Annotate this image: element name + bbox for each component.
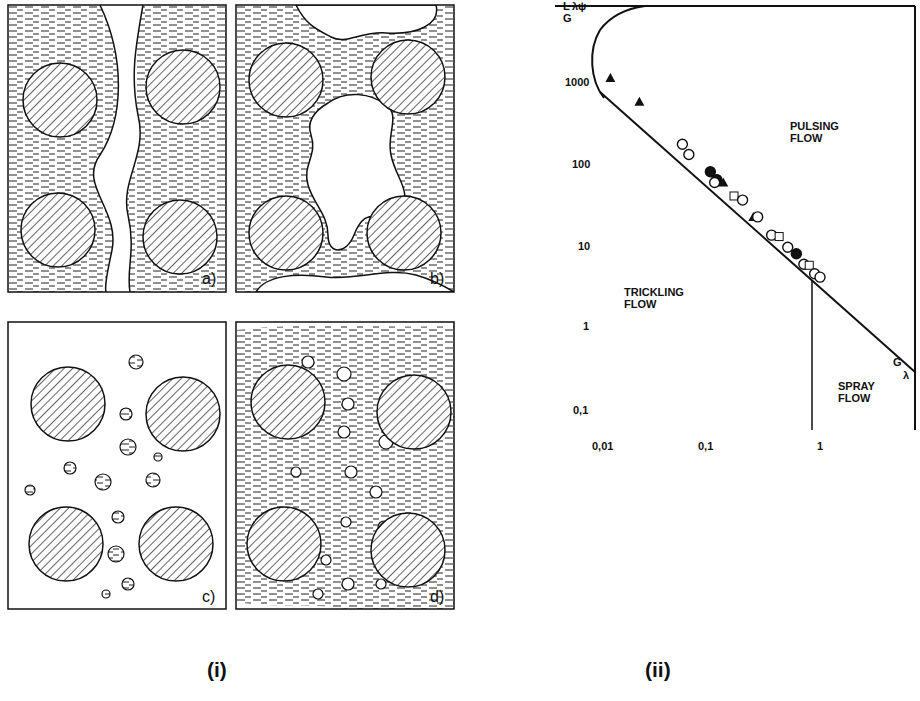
- data-point: [718, 177, 728, 186]
- panel-label: b): [430, 270, 444, 288]
- data-markers: [605, 73, 825, 282]
- figure-caption: (ii): [645, 658, 671, 681]
- data-point: [677, 139, 687, 149]
- panel-label: a): [202, 270, 216, 288]
- tick-label: 0,1: [573, 404, 588, 416]
- data-point: [775, 233, 783, 241]
- axis-label: G: [563, 12, 572, 24]
- data-point: [738, 195, 748, 205]
- data-point: [791, 249, 801, 259]
- data-point: [783, 242, 793, 252]
- tick-label: 0,01: [592, 440, 613, 452]
- axis-label: G: [893, 356, 902, 368]
- region-label: TRICKLING FLOW: [624, 286, 694, 310]
- plot-frame: [555, 6, 915, 430]
- tick-label: 1: [583, 320, 589, 332]
- region-label: SPRAY FLOW: [838, 380, 908, 404]
- tick-label: 1: [817, 440, 823, 452]
- tick-label: 100: [572, 158, 590, 170]
- tick-label: 0,1: [698, 440, 713, 452]
- data-point: [605, 73, 615, 82]
- data-point: [634, 97, 644, 106]
- panel-label: d): [430, 588, 444, 606]
- panel-c: [8, 322, 226, 609]
- axis-label: λ: [903, 369, 909, 381]
- data-point: [710, 177, 720, 187]
- axis-label: λψ: [572, 0, 586, 12]
- panel-label: c): [202, 588, 215, 606]
- panel-d: [236, 322, 454, 609]
- tick-label: 10: [578, 240, 590, 252]
- panel-b: [236, 5, 454, 292]
- data-point: [815, 272, 825, 282]
- data-point: [730, 192, 738, 200]
- data-point: [684, 150, 694, 160]
- data-point: [805, 261, 813, 269]
- figure-caption: (i): [207, 658, 227, 681]
- panel-a: [8, 5, 226, 292]
- data-point: [753, 212, 763, 222]
- tick-label: 1000: [565, 76, 589, 88]
- region-label: PULSING FLOW: [790, 120, 860, 144]
- axis-label: L: [563, 0, 570, 12]
